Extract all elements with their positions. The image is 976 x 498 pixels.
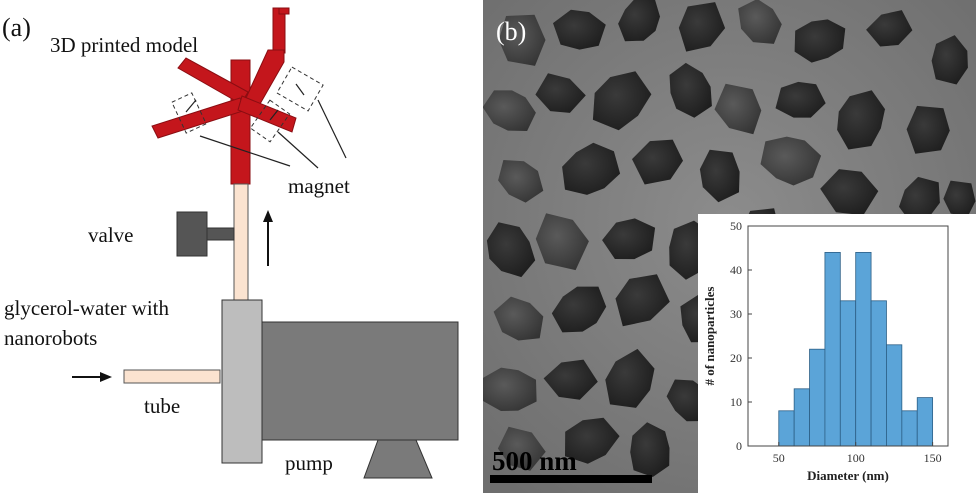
inlet-arrow [72,372,112,382]
panel-b-label: (b) [496,17,526,46]
y-tick-label: 0 [736,439,742,453]
scale-bar-label: 500 nm [492,446,577,476]
pump-label: pump [285,451,333,475]
y-tick-label: 30 [730,307,742,321]
x-axis-label: Diameter (nm) [807,468,889,483]
inlet-tube [124,370,220,383]
histogram-bar [917,398,932,446]
pump-head [222,300,262,463]
histogram-bar [825,252,840,446]
y-axis-label: # of nanoparticles [702,287,717,386]
fluid-label-line2: nanorobots [4,326,97,350]
tube-label: tube [144,394,180,418]
panel-a: (a) 3D printed model magnet [2,8,458,478]
histogram-bar [810,349,825,446]
histogram-bar [779,411,794,446]
histogram-bar [902,411,917,446]
histogram-bar [886,345,901,446]
y-tick-label: 50 [730,219,742,233]
pump-stand [364,440,432,478]
x-tick-label: 50 [773,451,785,465]
valve-stem [207,228,234,240]
y-tick-label: 40 [730,263,742,277]
panel-a-label: (a) [2,13,31,42]
valve-body [177,212,207,256]
model-label: 3D printed model [50,33,198,57]
histogram-inset: 0 10 20 30 40 50 50 100 150 Diameter (nm) # of n… [698,214,976,493]
magnet-label: magnet [288,174,350,198]
histogram-bar [794,389,809,446]
vertical-tube [234,184,248,300]
valve-label: valve [88,223,133,247]
flow-arrow-up [263,210,273,266]
y-tick-label: 10 [730,395,742,409]
histogram-bar [871,301,886,446]
pump-body [262,322,458,440]
histogram-bar [856,252,871,446]
x-tick-label: 100 [847,451,865,465]
x-tick-label: 150 [924,451,942,465]
fluid-label-line1: glycerol-water with [4,296,170,320]
histogram-bar [840,301,855,446]
y-tick-label: 20 [730,351,742,365]
scale-bar [490,475,652,483]
magnet-arrows [186,84,346,168]
